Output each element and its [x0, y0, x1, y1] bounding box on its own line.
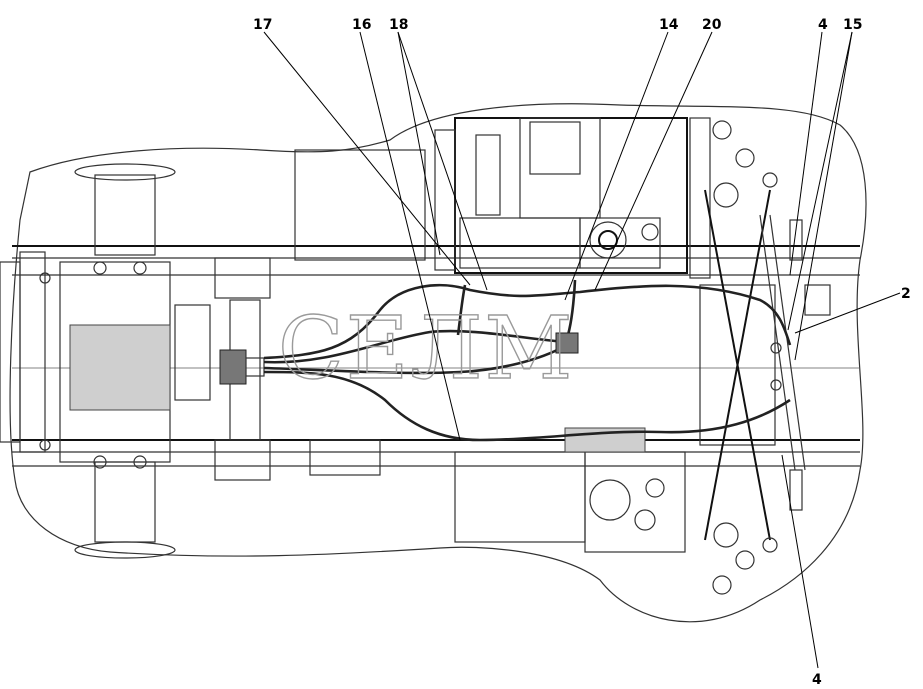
callout-18: 18 [389, 17, 408, 33]
callout-14: 14 [659, 17, 679, 33]
pump-unit [434, 117, 711, 279]
leader-lines [263, 31, 901, 669]
watermark-text: СЕЛМ [278, 299, 574, 399]
callout-15: 15 [843, 17, 862, 33]
rear-axle-assembly [0, 163, 211, 559]
callout-4-top: 4 [818, 17, 828, 33]
cutaway-outline [9, 103, 867, 623]
transmission-block [214, 149, 426, 481]
hydraulic-hoses [263, 279, 792, 442]
callout-4-bottom: 4 [812, 672, 822, 688]
lower-components [454, 427, 686, 553]
callout-20: 20 [702, 17, 722, 33]
callout-2: 2 [901, 286, 911, 302]
callout-17: 17 [253, 17, 272, 33]
frame-rails [12, 245, 860, 467]
callout-16: 16 [352, 17, 371, 33]
steering-linkage [699, 120, 831, 595]
